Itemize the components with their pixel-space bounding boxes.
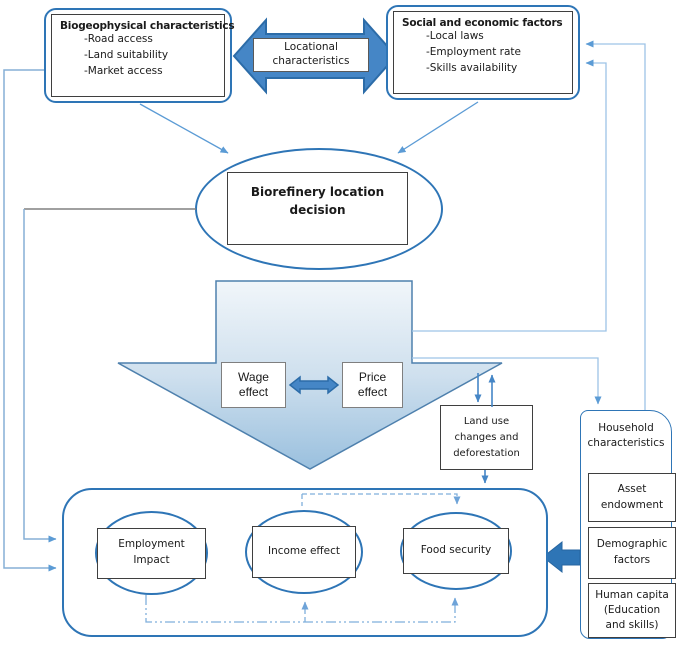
decision-box: Biorefinery location decision: [227, 172, 408, 245]
social-economic-item: -Local laws: [426, 30, 484, 42]
connector-stem-to-social: [412, 59, 607, 332]
social-economic-item: -Skills availability: [426, 61, 518, 74]
wage-effect-label: Wage effect: [238, 370, 269, 399]
employment-impact-ellipse: Employment Impact: [95, 511, 208, 595]
asset-endowment-box: Asset endowment: [588, 473, 676, 522]
biogeophysical-box-inner: Biogeophysical characteristics -Road acc…: [51, 14, 235, 97]
biogeophysical-item: -Road access: [84, 33, 153, 45]
decision-label: Biorefinery location decision: [250, 185, 385, 217]
wage-price-double-arrow-icon: [288, 375, 340, 395]
household-impact-arrow-icon: [542, 540, 581, 574]
household-title: Household characteristics: [587, 422, 665, 450]
social-economic-box: Social and economic factors -Local laws …: [386, 5, 580, 100]
social-economic-item: -Employment rate: [426, 45, 521, 58]
biogeophysical-title: Biogeophysical characteristics: [60, 20, 235, 32]
employment-impact-box: Employment Impact: [97, 527, 206, 579]
human-capital-label: Human capita (Education and skills): [595, 588, 669, 632]
asset-endowment-label: Asset endowment: [600, 482, 664, 511]
human-capital-box: Human capita (Education and skills): [588, 583, 676, 638]
price-effect-box: Price effect: [342, 362, 403, 408]
biogeophysical-box: Biogeophysical characteristics -Road acc…: [44, 8, 235, 103]
locational-characteristics-label: Locational characteristics: [272, 41, 350, 67]
connector-stem-to-household: [412, 357, 602, 405]
land-use-box: Land use changes and deforestation: [440, 405, 533, 470]
wage-effect-box: Wage effect: [221, 362, 286, 408]
connector-bio-to-impact: [3, 69, 57, 572]
biogeophysical-item: -Market access: [84, 64, 163, 77]
income-effect-label: Income effect: [267, 545, 341, 558]
connector-household-to-social: [585, 40, 646, 410]
food-security-ellipse: Food security: [400, 512, 512, 590]
income-effect-box: Income effect: [252, 526, 356, 578]
demographic-factors-box: Demographic factors: [588, 527, 676, 579]
land-use-label: Land use changes and deforestation: [453, 415, 520, 459]
connector-social-to-decision: [397, 101, 479, 154]
employment-impact-label: Employment Impact: [118, 538, 185, 566]
locational-characteristics-box: Locational characteristics: [253, 38, 369, 72]
household-panel: Household characteristics Asset endowmen…: [580, 410, 676, 639]
food-security-box: Food security: [403, 528, 509, 574]
food-security-label: Food security: [420, 544, 492, 557]
social-economic-box-inner: Social and economic factors -Local laws …: [393, 11, 573, 94]
demographic-factors-label: Demographic factors: [596, 538, 668, 566]
income-effect-ellipse: Income effect: [245, 510, 363, 594]
connector-decision-to-impact: [23, 209, 57, 543]
social-economic-title: Social and economic factors: [402, 17, 563, 29]
connector-bio-to-decision: [139, 103, 229, 154]
price-effect-label: Price effect: [357, 370, 388, 399]
biogeophysical-item: -Land suitability: [84, 48, 169, 61]
